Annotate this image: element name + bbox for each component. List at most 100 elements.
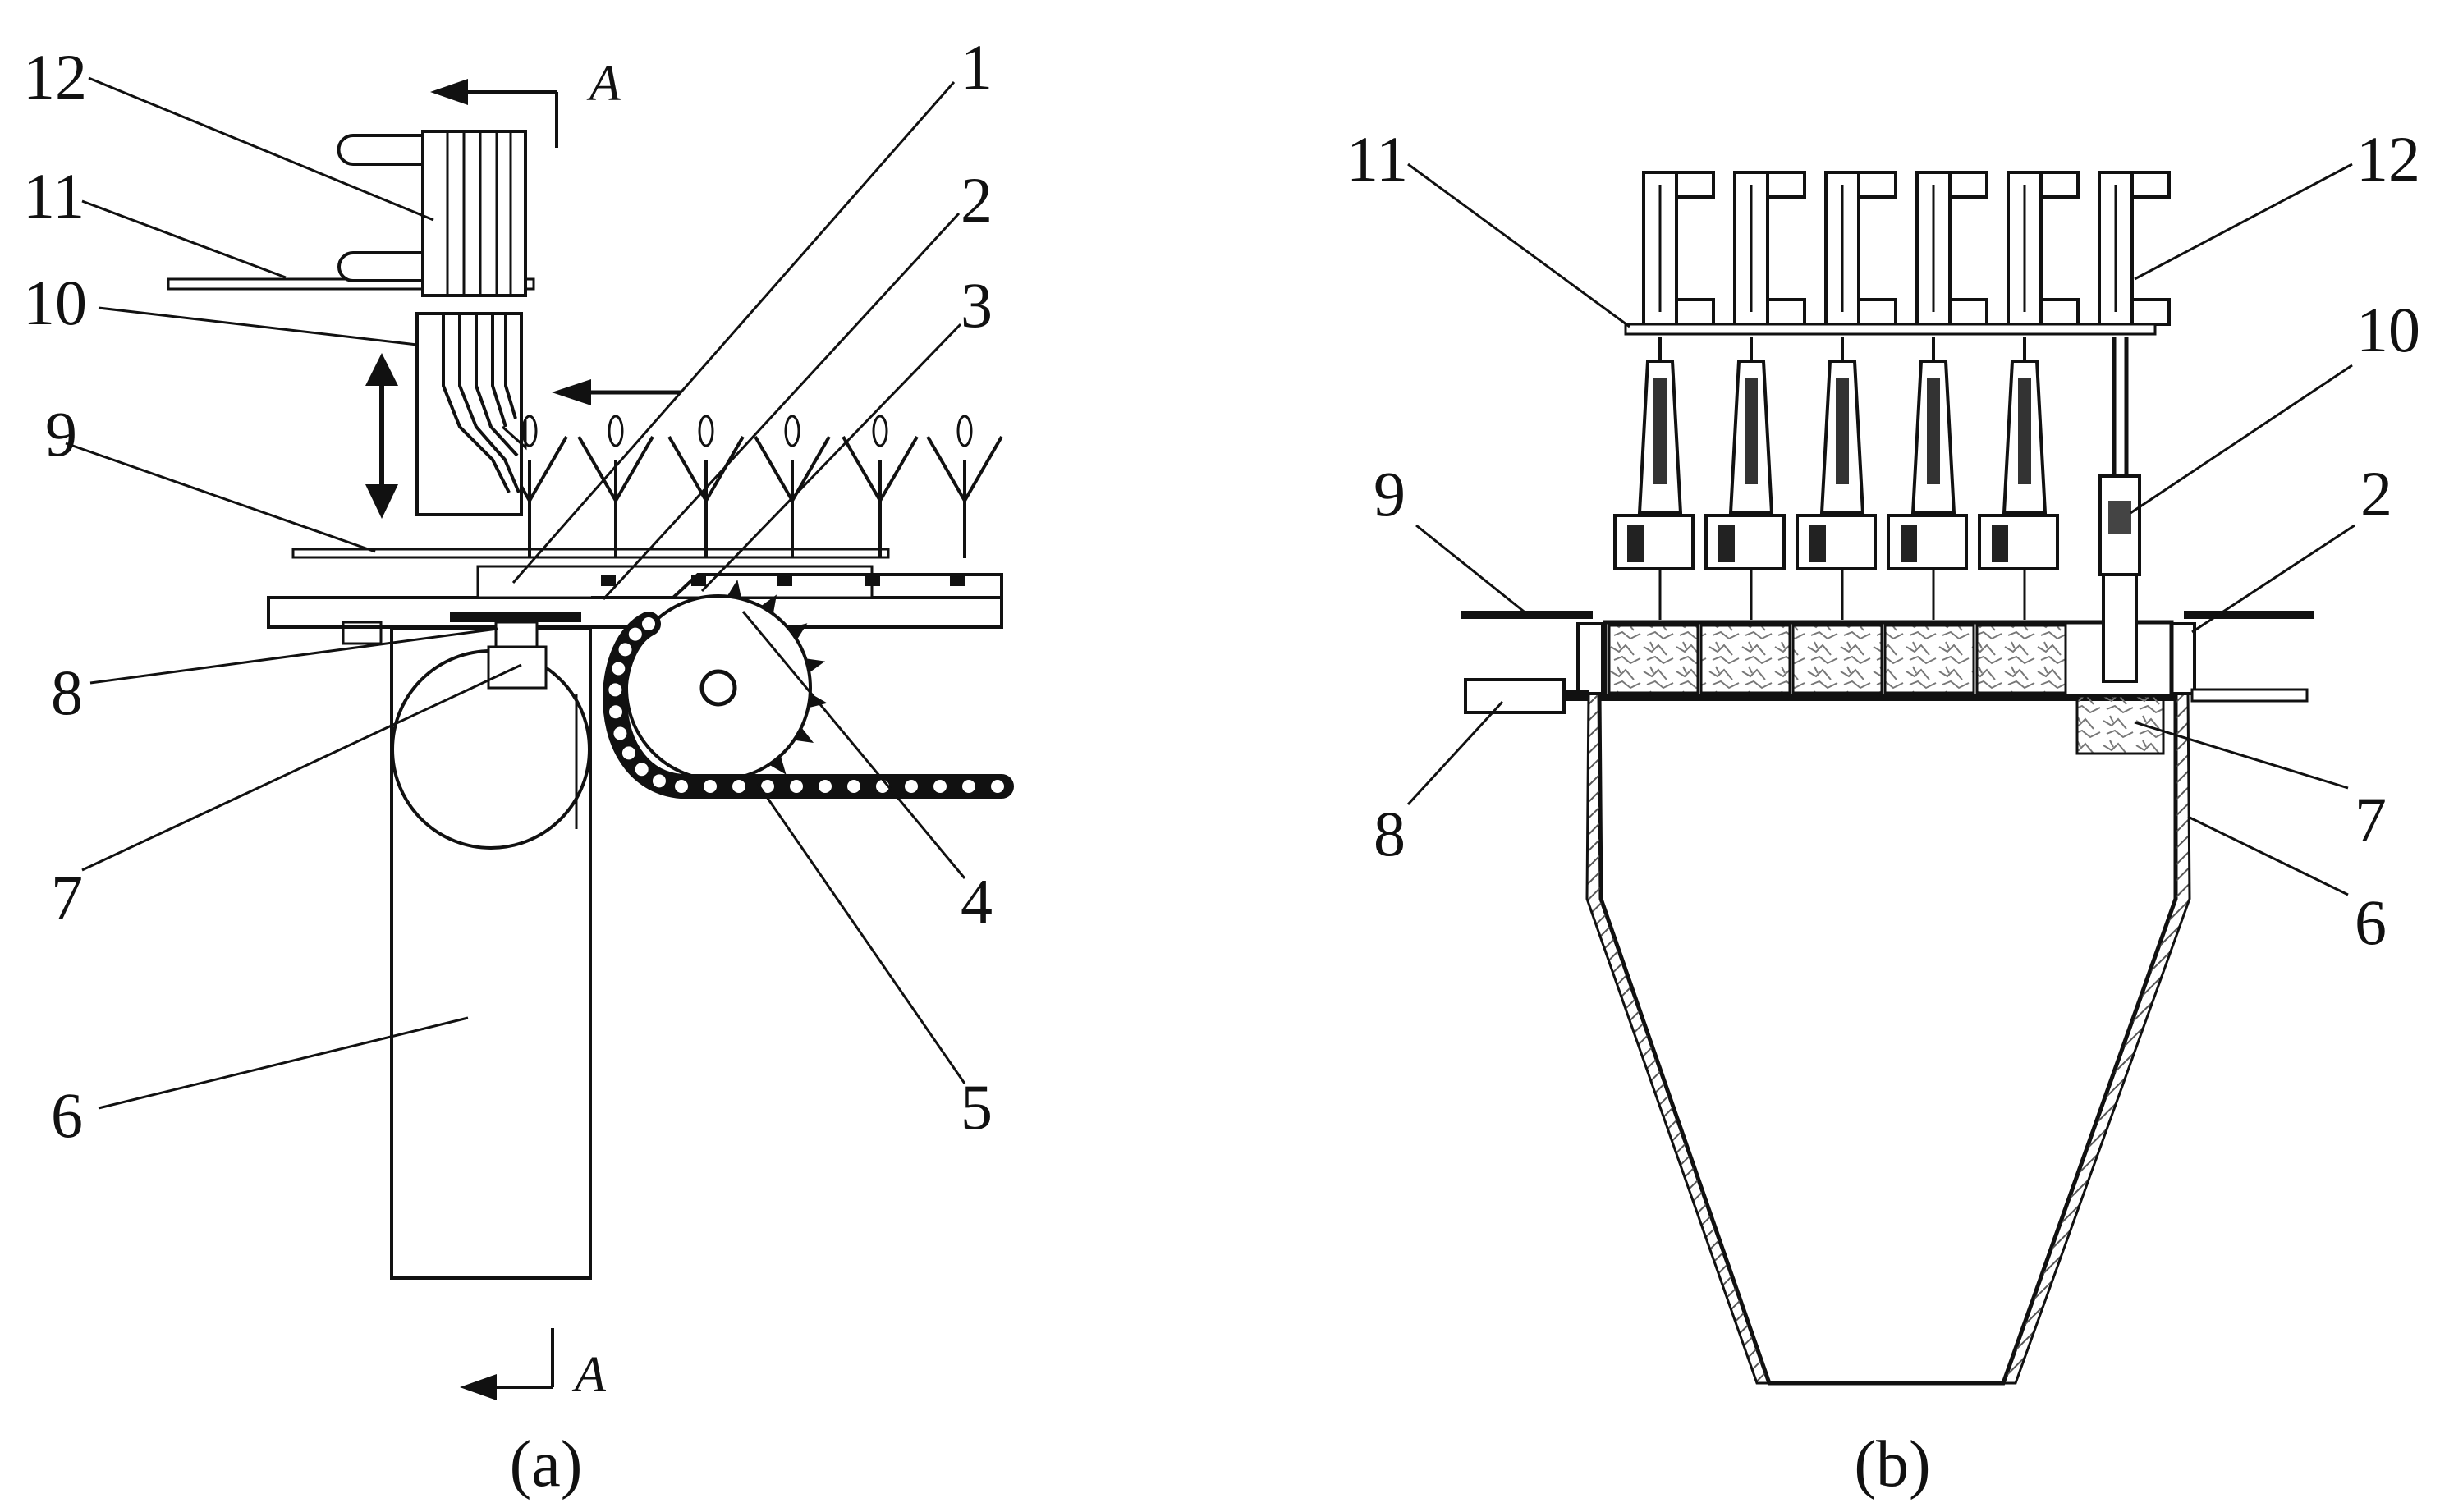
block-7 xyxy=(2075,694,2165,755)
sprocket-tooth xyxy=(727,580,742,599)
gripper-head xyxy=(1704,171,1806,620)
clamp-8 xyxy=(450,612,581,622)
chain-link xyxy=(635,763,649,777)
caption-b: (b) xyxy=(1854,1428,1930,1501)
caption-a: (a) xyxy=(510,1428,583,1501)
bracket-left xyxy=(342,621,383,645)
base-plate-top xyxy=(476,565,874,599)
callout-8: 8 xyxy=(51,657,83,728)
seedling xyxy=(754,415,831,586)
callout-1: 1 xyxy=(961,31,993,103)
callout-10: 10 xyxy=(23,267,87,338)
hopper xyxy=(1597,693,2178,1386)
chain-link xyxy=(609,705,622,719)
section-arrow-top xyxy=(430,79,468,105)
tray-cell xyxy=(1975,624,2067,694)
bracket-8-rod xyxy=(1564,690,1589,701)
upper-plate-9 xyxy=(291,548,890,559)
bracket-8 xyxy=(1464,678,1566,714)
tray-cell xyxy=(1791,624,1883,694)
chain-link xyxy=(642,617,655,630)
seedling xyxy=(926,415,1003,586)
gripper-head xyxy=(1613,171,1715,620)
sprocket-tooth xyxy=(768,755,787,775)
chain-link xyxy=(704,780,717,793)
chain-link xyxy=(905,780,918,793)
callout-b-10: 10 xyxy=(2356,294,2420,365)
chain-link xyxy=(819,780,832,793)
chain-link xyxy=(933,780,947,793)
callout-12: 12 xyxy=(23,41,87,112)
chain-link xyxy=(962,780,975,793)
leader-lines-b xyxy=(1406,163,2355,896)
chain-link xyxy=(608,683,622,697)
callout-b-11: 11 xyxy=(1346,123,1408,195)
frame-left-post xyxy=(1576,622,1604,695)
chain-link xyxy=(613,726,627,740)
panel-b-section-view: 11 12 10 9 2 8 7 6 (b) xyxy=(1346,123,2420,1501)
callout-b-9: 9 xyxy=(1374,458,1406,529)
chain-link xyxy=(618,643,632,657)
tray-cells xyxy=(1608,624,2067,694)
chain-link xyxy=(991,780,1004,793)
right-rod xyxy=(2190,688,2309,703)
sprocket-tooth xyxy=(794,727,814,743)
gripper-head xyxy=(1796,171,1897,620)
callout-b-2: 2 xyxy=(2360,458,2392,529)
seedling xyxy=(577,415,654,586)
gripper-fingers-10 xyxy=(415,312,527,516)
callout-b-6: 6 xyxy=(2355,887,2387,958)
chain-link xyxy=(675,780,688,793)
gripper-head xyxy=(1887,171,1988,620)
chain-link xyxy=(761,780,774,793)
chain-link xyxy=(790,780,803,793)
callout-6: 6 xyxy=(51,1079,83,1151)
gripper-head xyxy=(2098,171,2171,326)
tray-cell xyxy=(1883,624,1975,694)
sprocket-tooth xyxy=(805,658,826,673)
plate-9-left xyxy=(1461,611,1593,619)
chain-link xyxy=(628,627,642,641)
callout-b-7: 7 xyxy=(2355,784,2387,855)
gripper-head xyxy=(1978,171,2080,620)
section-label-top: A xyxy=(586,56,621,112)
callout-9: 9 xyxy=(45,398,77,470)
callout-4: 4 xyxy=(961,866,993,937)
seedling xyxy=(667,415,745,586)
chain-link xyxy=(876,780,889,793)
callout-b-8: 8 xyxy=(1374,798,1406,869)
chain-links xyxy=(608,617,1004,793)
sprocket-tooth xyxy=(788,623,808,640)
clamp-8-block xyxy=(494,621,539,648)
sprocket-hub xyxy=(699,669,737,707)
panel-a-side-view: A A 12 11 10 9 8 7 6 1 2 3 xyxy=(23,31,1014,1501)
frame-right-post xyxy=(2168,622,2196,695)
callout-7: 7 xyxy=(51,862,83,933)
callout-b-12: 12 xyxy=(2356,123,2420,195)
sprocket-tooth xyxy=(760,594,777,615)
vertical-arrow-head-top xyxy=(365,353,398,386)
chain-link xyxy=(621,746,635,760)
chain-link xyxy=(652,774,666,788)
callout-11: 11 xyxy=(23,160,85,231)
chain-link xyxy=(847,780,860,793)
shaft-10 xyxy=(2098,337,2141,683)
leader-lines-a xyxy=(65,76,966,1110)
sprocket-teeth xyxy=(727,580,828,794)
chain-link xyxy=(612,662,626,676)
tray-cell xyxy=(1699,624,1791,694)
chain-link xyxy=(732,780,745,793)
vertical-arrow-head-bottom xyxy=(365,484,398,519)
seedling xyxy=(842,415,919,586)
callout-5: 5 xyxy=(961,1071,993,1143)
gripper-bar-11 xyxy=(1624,323,2157,336)
callout-2: 2 xyxy=(961,164,993,236)
gripper-heads-row xyxy=(1613,171,2171,620)
section-label-bottom: A xyxy=(571,1347,607,1403)
feed-arrow-head xyxy=(552,379,591,405)
section-arrow-bottom xyxy=(460,1374,497,1400)
tray-cell xyxy=(1608,624,1699,694)
gripper-rail-12 xyxy=(337,130,527,297)
plate-2-right xyxy=(2184,611,2314,619)
